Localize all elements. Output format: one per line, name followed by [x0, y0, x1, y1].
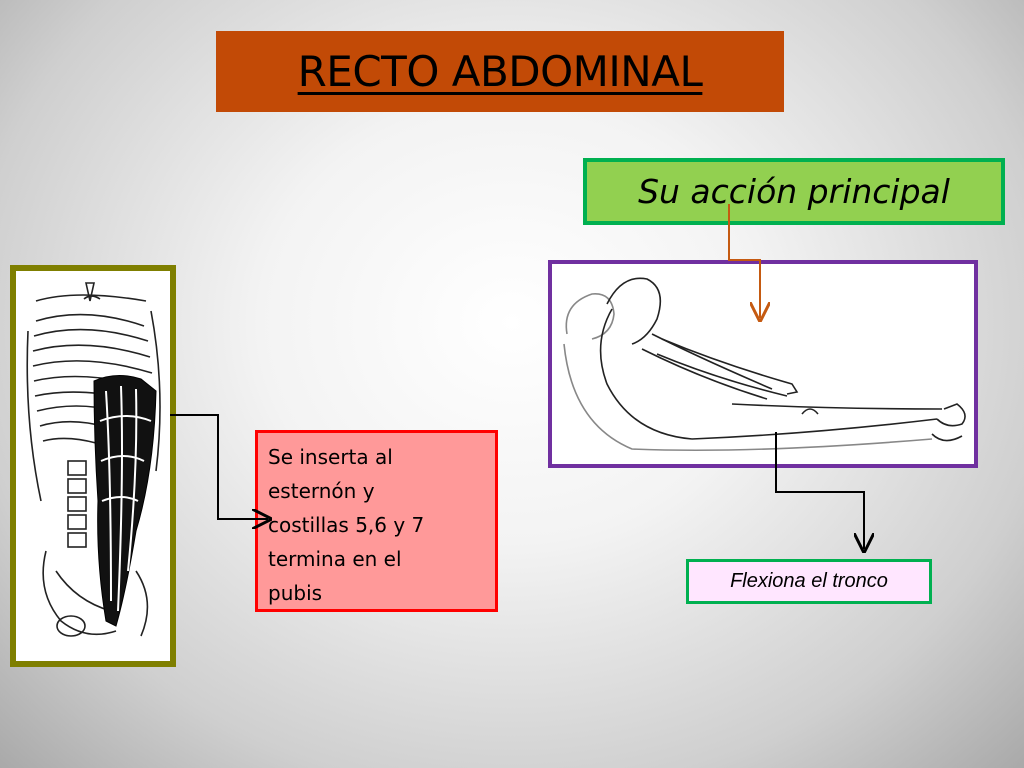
trunk-flexion-image-frame [548, 260, 978, 468]
function-label-text: Flexiona el tronco [730, 570, 888, 592]
function-label-box: Flexiona el tronco [686, 559, 932, 604]
action-label-box: Su acción principal [583, 158, 1005, 225]
action-label-text: Su acción principal [638, 172, 950, 211]
sit-up-illustration [563, 277, 966, 452]
rectus-abdominis-illustration [26, 282, 161, 637]
title-banner: RECTO ABDOMINAL [216, 31, 784, 112]
anatomy-image-frame [10, 265, 176, 667]
anatomy-to-insertion-arrow [170, 414, 268, 519]
insertion-description-box: Se inserta al esternón y costillas 5,6 y… [255, 430, 498, 612]
title-text: RECTO ABDOMINAL [297, 47, 703, 96]
